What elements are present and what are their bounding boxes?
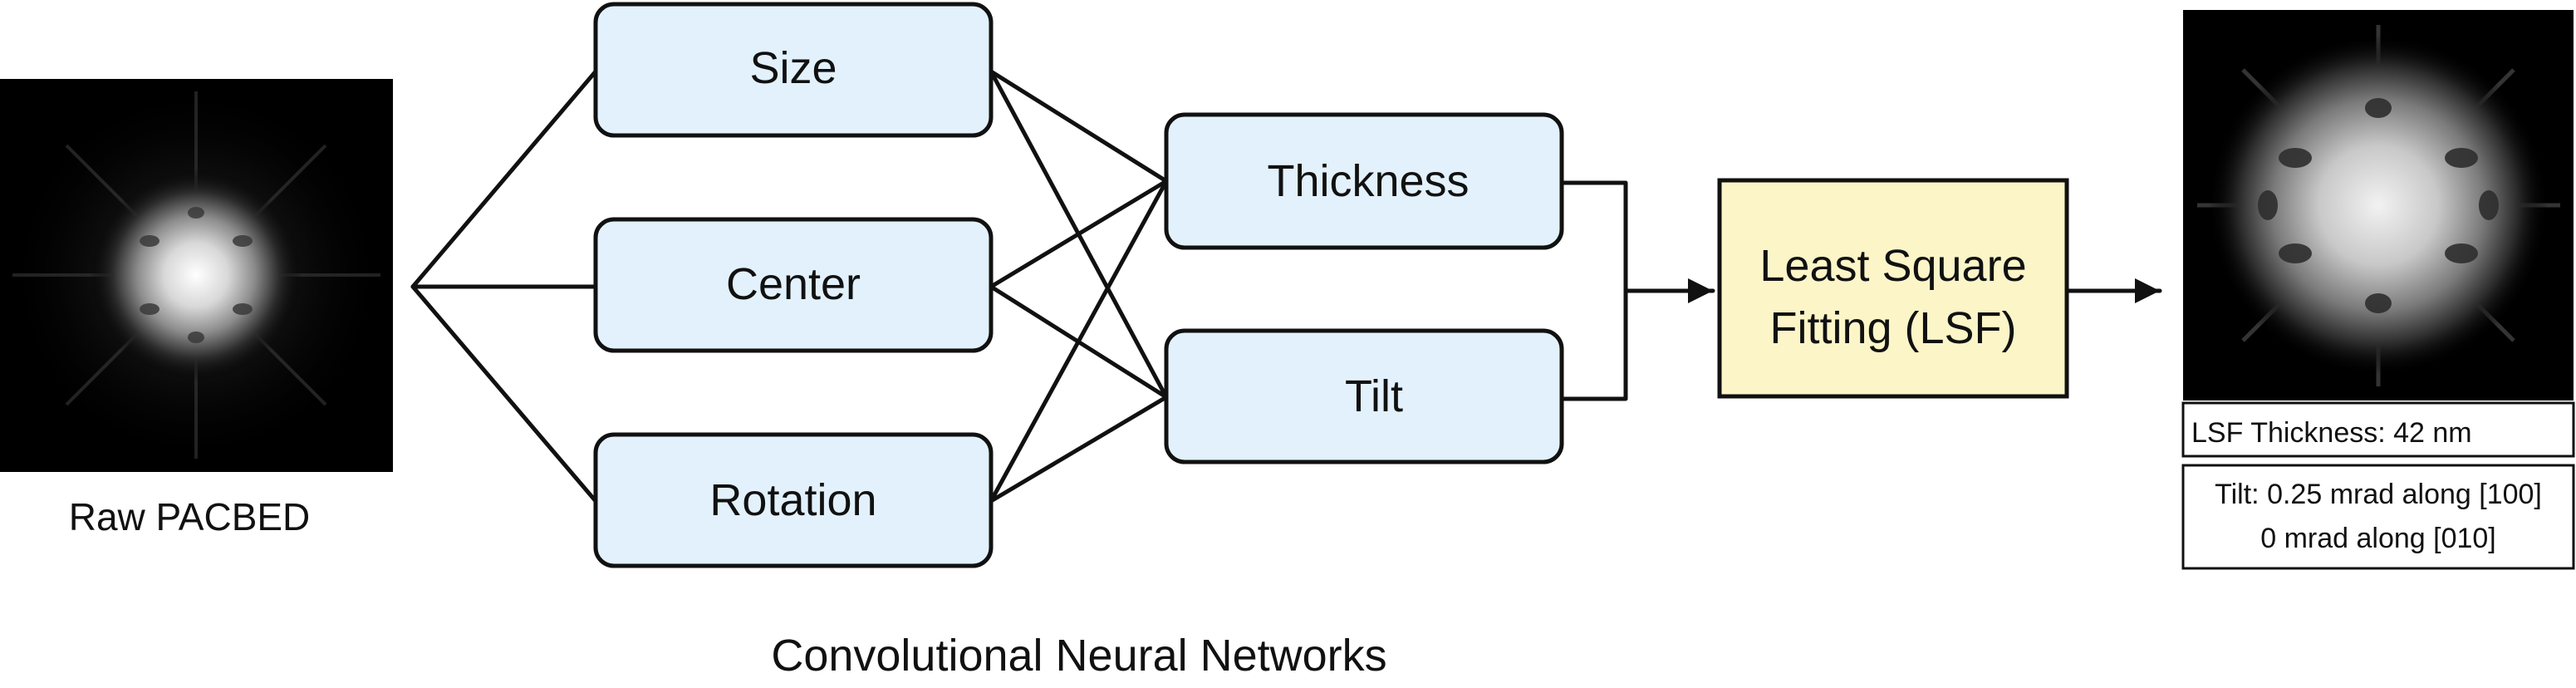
- raw-pacbed-image: [0, 79, 393, 472]
- lsf-box: Least Square Fitting (LSF): [1717, 178, 2069, 399]
- lsf-thickness-result: LSF Thickness: 42 nm: [2191, 417, 2472, 449]
- cnn-rotation-label: Rotation: [709, 475, 876, 525]
- cnn-thickness-box: Thickness: [1164, 112, 1564, 250]
- input-connectors: [410, 69, 598, 504]
- lsf-label-line2: Fitting (LSF): [1769, 303, 2016, 353]
- cnn-center-label: Center: [726, 259, 861, 309]
- cnn-tilt-label: Tilt: [1345, 371, 1403, 421]
- lsf-label-line1: Least Square: [1759, 241, 2026, 291]
- stage-connectors: [989, 69, 1169, 504]
- tilt-result-line1: Tilt: 0.25 mrad along [100]: [2215, 479, 2542, 510]
- raw-pacbed-caption: Raw PACBED: [69, 495, 311, 538]
- cnn-size-label: Size: [749, 43, 837, 93]
- cnn-thickness-label: Thickness: [1267, 156, 1469, 206]
- cnn-rotation-box: Rotation: [593, 432, 994, 568]
- merge-connector: [1559, 180, 1715, 401]
- output-pacbed-image: [2183, 10, 2574, 401]
- tilt-result-line2: 0 mrad along [010]: [2260, 523, 2496, 554]
- cnn-group-caption: Convolutional Neural Networks: [771, 631, 1386, 681]
- cnn-center-box: Center: [593, 217, 994, 353]
- output-results-table: LSF Thickness: 42 nm Tilt: 0.25 mrad alo…: [2181, 401, 2575, 570]
- cnn-size-box: Size: [593, 2, 994, 138]
- cnn-tilt-box: Tilt: [1164, 328, 1564, 464]
